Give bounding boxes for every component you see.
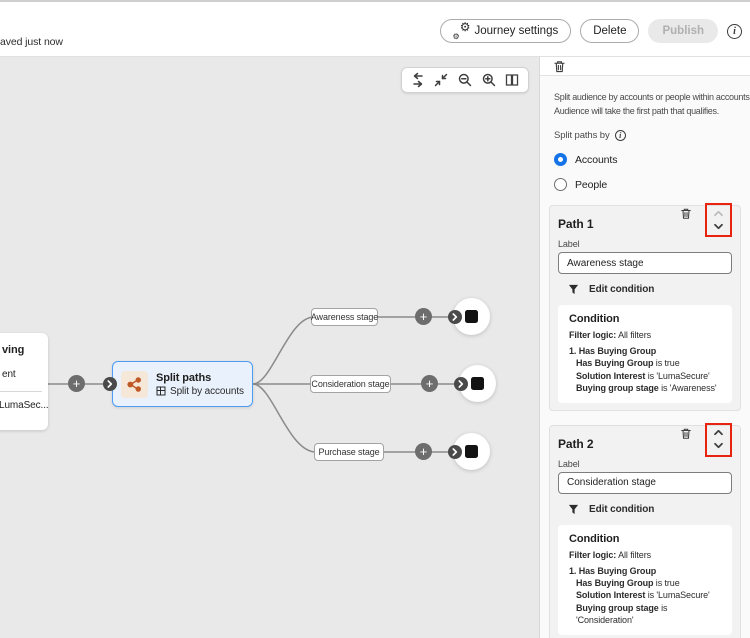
reorder-annotation-box (705, 203, 732, 237)
condition-rules: Has Buying Group is true Solution Intere… (576, 358, 717, 393)
move-up-button[interactable] (713, 209, 724, 217)
radio-accounts[interactable]: Accounts (554, 153, 741, 166)
path-label-input[interactable] (558, 471, 732, 494)
branch-label-awareness: Awareness stage (311, 308, 378, 326)
minimap-icon[interactable] (502, 70, 522, 90)
radio-people[interactable]: People (554, 178, 741, 191)
radio-people-label: People (575, 178, 608, 191)
radio-unselected-icon (554, 178, 567, 191)
condition-rules: Has Buying Group is true Solution Intere… (576, 577, 710, 626)
panel-divider (540, 75, 750, 76)
config-panel: Split audience by accounts or people wit… (539, 57, 750, 638)
move-up-button[interactable] (713, 429, 724, 437)
gear-icon: ⚙⚙ (452, 19, 471, 41)
reorder-annotation-box (705, 422, 732, 457)
edit-condition-button[interactable]: Edit condition (568, 283, 732, 296)
end-icon (465, 445, 478, 458)
radio-selected-icon (554, 153, 567, 166)
branch-label-purchase: Purchase stage (314, 443, 384, 461)
info-icon[interactable]: i (614, 129, 626, 141)
connector-edges (47, 316, 479, 453)
path-card-1: Path 1 (549, 203, 741, 411)
filter-funnel-icon (568, 504, 579, 514)
fit-to-screen-icon[interactable] (431, 70, 451, 90)
path-label-input[interactable] (558, 252, 732, 274)
label-field-caption: Label (558, 239, 580, 249)
topbar: aved just now ⚙⚙ Journey settings Delete… (0, 2, 750, 57)
source-node-divider (0, 391, 42, 392)
path-card-2: Path 2 (549, 422, 741, 638)
filter-funnel-icon (568, 284, 579, 295)
panel-description: Split audience by accounts or people wit… (554, 92, 750, 116)
connector-port-icon (454, 377, 468, 391)
add-node-button[interactable]: + (415, 308, 432, 325)
condition-summary: Condition Filter logic: All filters 1. H… (558, 524, 732, 635)
delete-path-button[interactable] (680, 427, 692, 440)
delete-node-button[interactable] (553, 60, 566, 73)
connector-port-icon (103, 377, 117, 391)
add-node-button[interactable]: + (421, 375, 438, 392)
source-node-subtitle: ent (2, 369, 16, 380)
journey-settings-label: Journey settings (474, 25, 559, 37)
grid-icon (156, 386, 166, 396)
zoom-in-icon[interactable] (479, 70, 499, 90)
move-down-button[interactable] (713, 222, 724, 230)
canvas-toolbar (401, 67, 529, 93)
delete-path-button[interactable] (680, 207, 692, 220)
move-down-button[interactable] (713, 442, 724, 450)
split-paths-icon (121, 370, 148, 398)
window-top-edge (0, 0, 750, 2)
source-node-title: ving (2, 344, 25, 356)
autosave-status: aved just now (0, 36, 63, 48)
split-node-title: Split paths (156, 371, 212, 384)
label-field-caption: Label (558, 458, 580, 469)
path-title: Path 2 (558, 436, 594, 451)
journey-settings-button[interactable]: ⚙⚙ Journey settings (440, 19, 572, 43)
panel-header (540, 57, 750, 75)
add-node-button[interactable]: + (68, 375, 85, 392)
zoom-out-icon[interactable] (455, 70, 475, 90)
publish-label: Publish (662, 25, 704, 37)
delete-button[interactable]: Delete (580, 19, 640, 43)
add-node-button[interactable]: + (415, 443, 432, 460)
panel-body: Split audience by accounts or people wit… (540, 76, 750, 638)
radio-accounts-label: Accounts (575, 153, 618, 166)
publish-button[interactable]: Publish (648, 19, 718, 43)
edit-condition-button[interactable]: Edit condition (568, 503, 732, 516)
split-paths-by-label: Split paths by i (554, 129, 741, 141)
source-node[interactable]: ving ent LumaSec... (0, 333, 49, 430)
path-title: Path 1 (558, 217, 594, 231)
undo-redo-icon[interactable] (408, 70, 428, 90)
split-node-text: Split paths Split by accounts (156, 372, 244, 397)
info-icon[interactable]: i (727, 23, 742, 39)
connector-port-icon (448, 310, 462, 324)
split-paths-node[interactable]: Split paths Split by accounts (112, 361, 253, 407)
connector-port-icon (448, 445, 462, 459)
condition-summary: Condition Filter logic: All filters 1. H… (558, 305, 732, 403)
end-icon (471, 377, 484, 390)
source-node-detail: LumaSec... (0, 400, 49, 411)
end-icon (465, 310, 478, 323)
split-node-subtitle: Split by accounts (170, 385, 244, 397)
journey-canvas[interactable]: ving ent LumaSec... + (0, 57, 539, 638)
delete-label: Delete (593, 25, 627, 37)
topbar-actions: ⚙⚙ Journey settings Delete Publish i (440, 19, 742, 43)
branch-label-consideration: Consideration stage (310, 375, 391, 393)
main-area: ving ent LumaSec... + (0, 57, 750, 638)
